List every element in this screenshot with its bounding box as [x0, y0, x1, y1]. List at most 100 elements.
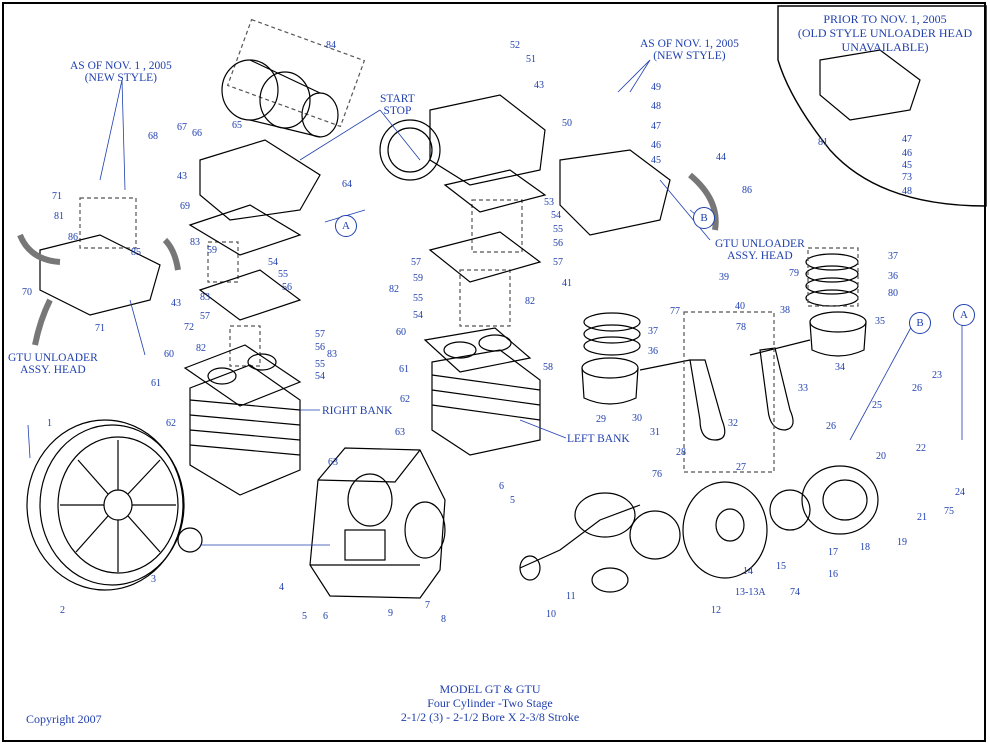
part-number: 59	[413, 273, 423, 284]
part-number: 41	[562, 278, 572, 289]
part-number: 8	[441, 614, 446, 625]
inset-title-line-2: (OLD STYLE UNLOADER HEAD	[797, 26, 973, 40]
inset-title-line-3: UNAVAILABLE)	[841, 40, 929, 54]
part-number: 82	[525, 296, 535, 307]
part-number: 52	[510, 40, 520, 51]
part-number: 38	[780, 305, 790, 316]
part-number: 37	[888, 251, 898, 262]
part-number: 46	[902, 148, 912, 159]
part-number: 36	[648, 346, 658, 357]
model-spec: 2-1/2 (3) - 2-1/2 Bore X 2-3/8 Stroke	[400, 710, 580, 724]
note-line: (NEW STYLE)	[84, 72, 157, 84]
part-number: 71	[52, 191, 62, 202]
part-number: 30	[632, 413, 642, 424]
part-number: 9	[388, 608, 393, 619]
part-number: 49	[651, 82, 661, 93]
note-gtu-right: GTU UNLOADER ASSY. HEAD	[715, 238, 805, 262]
part-number: 44	[716, 152, 726, 163]
part-number: 34	[835, 362, 845, 373]
leader-lines	[27, 59, 963, 546]
part-number: 19	[897, 537, 907, 548]
part-number: 83	[190, 237, 200, 248]
note-start-stop: START STOP	[380, 93, 415, 117]
part-number: 29	[596, 414, 606, 425]
note-left-bank: LEFT BANK	[567, 433, 630, 445]
inset-title: PRIOR TO NOV. 1, 2005 (OLD STYLE UNLOADE…	[782, 12, 988, 54]
part-number: 16	[828, 569, 838, 580]
part-number: 64	[342, 179, 352, 190]
part-number: 51	[526, 54, 536, 65]
pulley-drawing	[26, 419, 185, 591]
valve-plates-drawing	[188, 169, 547, 321]
part-number: 22	[916, 443, 926, 454]
part-number: 7	[425, 600, 430, 611]
part-number: 6	[323, 611, 328, 622]
part-number: 57	[553, 257, 563, 268]
part-number: 53	[544, 197, 554, 208]
part-number: 55	[278, 269, 288, 280]
note-line: (NEW STYLE)	[653, 50, 726, 62]
note-gtu-left: GTU UNLOADER ASSY. HEAD	[8, 352, 98, 376]
air-filter-drawing	[221, 59, 339, 138]
part-number: 24	[955, 487, 965, 498]
part-number: 60	[396, 327, 406, 338]
part-number: 45	[651, 155, 661, 166]
part-number: 4	[279, 582, 284, 593]
part-number: 25	[872, 400, 882, 411]
part-number: 56	[553, 238, 563, 249]
dashed-groups	[79, 18, 859, 473]
part-number: 54	[413, 310, 423, 321]
part-number: 10	[546, 609, 556, 620]
part-number: 69	[180, 201, 190, 212]
part-number: 80	[888, 288, 898, 299]
part-number: 83	[327, 349, 337, 360]
part-number: 11	[566, 591, 576, 602]
cylinder-left-bank-drawing	[423, 327, 541, 456]
part-number: 12	[711, 605, 721, 616]
note-line: GTU UNLOADER	[715, 238, 805, 250]
part-number: 6	[499, 481, 504, 492]
part-number: 77	[670, 306, 680, 317]
note-line: STOP	[383, 105, 412, 117]
callout-a-right: A	[953, 304, 975, 326]
connecting-rods-drawing	[639, 339, 811, 441]
part-number: 58	[543, 362, 553, 373]
part-number: 37	[648, 326, 658, 337]
part-number: 67	[177, 122, 187, 133]
part-number: 63	[328, 457, 338, 468]
cylinder-heads-drawing	[39, 49, 921, 316]
part-number: 54	[268, 257, 278, 268]
part-number: 71	[95, 323, 105, 334]
part-number: 78	[736, 322, 746, 333]
part-number: 76	[652, 469, 662, 480]
note-right-bank: RIGHT BANK	[322, 405, 393, 417]
part-number: 55	[413, 293, 423, 304]
seal-drawing	[177, 527, 203, 553]
bearing-housing-drawing	[682, 465, 879, 579]
model-title: MODEL GT & GTU	[439, 682, 541, 696]
model-type: Four Cylinder -Two Stage	[427, 696, 553, 710]
part-number: 48	[651, 101, 661, 112]
part-number: 61	[151, 378, 161, 389]
part-number: 54	[315, 371, 325, 382]
part-number: 54	[551, 210, 561, 221]
part-number: 36	[888, 271, 898, 282]
part-number: 26	[912, 383, 922, 394]
part-number: 56	[282, 282, 292, 293]
part-number: 82	[389, 284, 399, 295]
note-new-style-right: AS OF NOV. 1, 2005 (NEW STYLE)	[640, 38, 739, 62]
part-number: 15	[776, 561, 786, 572]
note-line: AS OF NOV. 1, 2005	[640, 38, 739, 50]
part-number: 46	[651, 140, 661, 151]
piston-drawing	[581, 253, 867, 405]
part-number: 23	[932, 370, 942, 381]
cylinder-right-bank-drawing	[183, 344, 302, 496]
part-number: 79	[789, 268, 799, 279]
part-number: 1	[47, 418, 52, 429]
part-number: 70	[22, 287, 32, 298]
part-number: 26	[826, 421, 836, 432]
part-number: 72	[184, 322, 194, 333]
part-number: 60	[164, 349, 174, 360]
part-number: 31	[650, 427, 660, 438]
part-number: 43	[171, 298, 181, 309]
